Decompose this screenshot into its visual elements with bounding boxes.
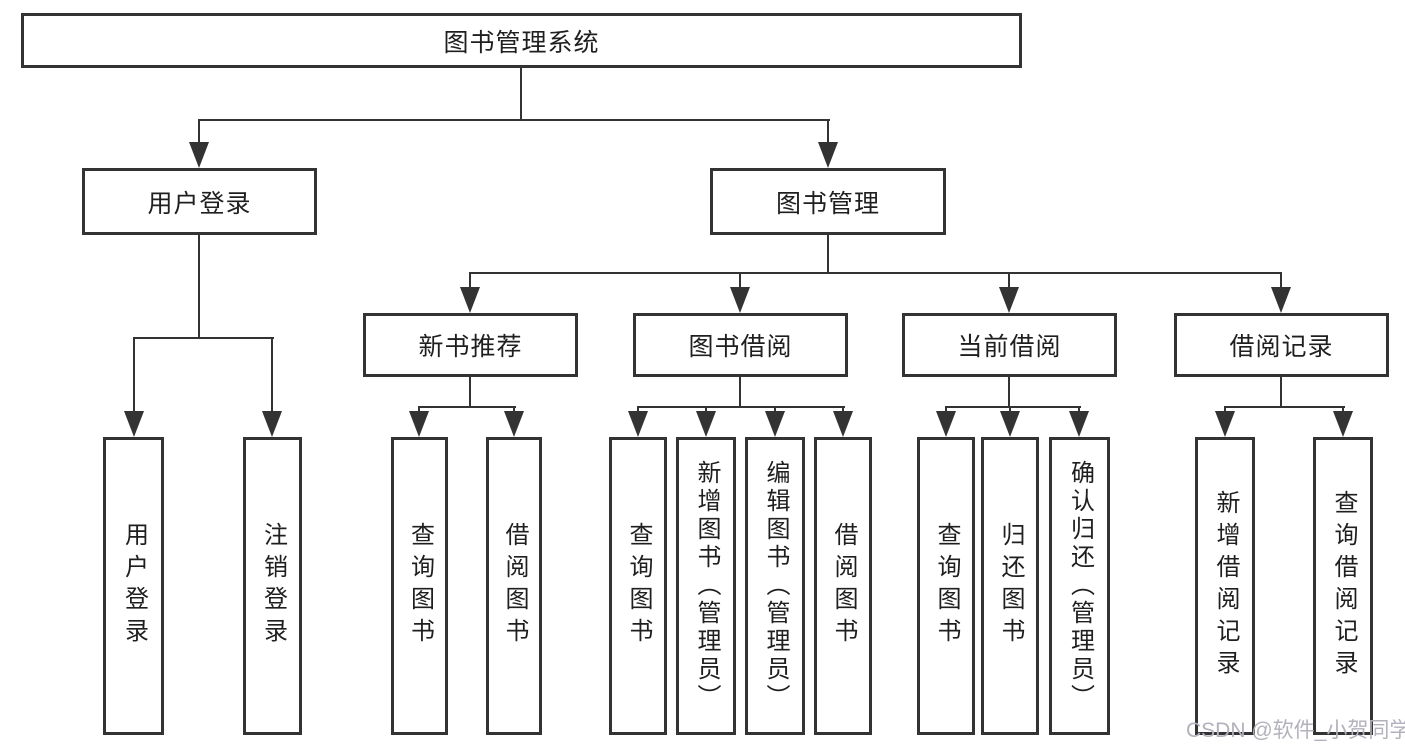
connector-login-rail [134,337,274,339]
arrowhead-book-management [818,142,838,168]
arrowhead-query1 [409,411,429,437]
connector-recommend-stem [469,377,471,408]
connector-arrow-shaft-leaf-login [133,337,135,415]
leaf-logout: 注销登录 [243,437,302,735]
leaf-add-books-admin: 新增图书（管理员） [676,437,736,735]
connector-arrow-shaft-current [1008,272,1010,290]
leaf-confirm-return-admin: 确认归还（管理员） [1049,437,1110,735]
connector-root-rail [199,119,830,121]
connector-arrow-shaft-borrowing [739,272,741,290]
leaf-borrow-books-recommend: 借阅图书 [486,437,542,735]
leaf-query-books-recommend: 查询图书 [391,437,448,735]
node-user-login-label: 用户登录 [147,189,252,218]
node-user-login: 用户登录 [82,168,317,235]
connector-recommend-rail [419,406,516,408]
leaf-return-books-label: 归还图书 [997,522,1024,650]
connector-arrow-shaft-borrow2 [842,406,844,414]
connector-login-stem [198,235,200,339]
root-node-library-management-system: 图书管理系统 [21,13,1022,68]
leaf-query-books-borrowing: 查询图书 [609,437,667,735]
csdn-watermark: CSDN @软件_小贺同学 [1186,719,1405,742]
arrowhead-confirm-return [1069,411,1089,437]
arrowhead-borrowing [730,287,750,313]
connector-borrowing-stem [739,377,741,408]
node-borrowing-records-label: 借阅记录 [1229,333,1334,361]
connector-arrow-shaft-return [1009,406,1011,414]
connector-root-stem [520,68,522,119]
leaf-add-borrow-record: 新增借阅记录 [1195,437,1255,735]
leaf-edit-books-admin: 编辑图书（管理员） [745,437,805,735]
leaf-query-borrow-record-label: 查询借阅记录 [1330,490,1357,682]
connector-management-rail [470,272,1282,274]
root-node-label: 图书管理系统 [443,28,600,57]
arrowhead-edit-books [765,411,785,437]
connector-records-rail [1225,406,1345,408]
connector-arrow-shaft-query1 [418,406,420,414]
leaf-edit-books-admin-label: 编辑图书（管理员） [762,460,789,712]
leaf-borrow-books-borrowing-label: 借阅图书 [830,522,857,650]
leaf-borrow-books-borrowing: 借阅图书 [814,437,872,735]
leaf-return-books: 归还图书 [981,437,1039,735]
arrowhead-borrow1 [504,411,524,437]
connector-records-stem [1280,377,1282,408]
connector-management-stem [827,235,829,274]
connector-arrow-shaft-leaf-logout [271,337,273,415]
arrowhead-leaf-logout [262,411,282,437]
leaf-add-books-admin-label: 新增图书（管理员） [693,460,720,712]
arrowhead-records [1271,287,1291,313]
node-borrowing-records: 借阅记录 [1174,313,1389,377]
leaf-query-books-recommend-label: 查询图书 [406,522,434,650]
leaf-query-books-current: 查询图书 [917,437,975,735]
connector-arrow-shaft-query2 [637,406,639,414]
connector-arrow-shaft-borrow1 [513,406,515,414]
arrowhead-current [999,287,1019,313]
arrowhead-add-books [696,411,716,437]
arrowhead-add-record [1215,411,1235,437]
node-book-borrowing-label: 图书借阅 [688,333,793,361]
connector-current-stem [1008,377,1010,408]
leaf-logout-label: 注销登录 [259,522,287,650]
leaf-user-login-label: 用户登录 [120,522,148,650]
leaf-query-books-current-label: 查询图书 [933,522,960,650]
connector-arrow-shaft-add-books [705,406,707,414]
leaf-user-login: 用户登录 [103,437,164,735]
node-book-management-label: 图书管理 [775,189,880,218]
arrowhead-query3 [936,411,956,437]
connector-arrow-shaft-confirm-return [1078,406,1080,414]
node-book-borrowing: 图书借阅 [633,313,848,377]
arrowhead-return [1000,411,1020,437]
leaf-add-borrow-record-label: 新增借阅记录 [1212,490,1239,682]
leaf-confirm-return-admin-label: 确认归还（管理员） [1066,460,1094,712]
connector-current-rail [946,406,1081,408]
leaf-query-borrow-record: 查询借阅记录 [1313,437,1373,735]
connector-arrow-shaft-book-management [827,119,829,146]
connector-arrow-shaft-recommend [469,272,471,290]
arrowhead-user-login [189,142,209,168]
node-new-book-recommendation-label: 新书推荐 [418,333,523,361]
node-current-borrowing-label: 当前借阅 [957,333,1062,361]
leaf-query-books-borrowing-label: 查询图书 [625,522,652,650]
leaf-borrow-books-recommend-label: 借阅图书 [501,522,528,650]
arrowhead-query-record [1333,411,1353,437]
arrowhead-leaf-login [124,411,144,437]
arrowhead-recommend [460,287,480,313]
connector-arrow-shaft-edit-books [774,406,776,414]
arrowhead-query2 [628,411,648,437]
connector-arrow-shaft-query-record [1342,406,1344,414]
connector-arrow-shaft-records [1280,272,1282,290]
connector-borrowing-rail [638,406,845,408]
connector-arrow-shaft-query3 [945,406,947,414]
arrowhead-borrow2 [833,411,853,437]
connector-arrow-shaft-add-record [1224,406,1226,414]
node-book-management: 图书管理 [710,168,946,235]
node-new-book-recommendation: 新书推荐 [363,313,578,377]
connector-arrow-shaft-user-login [198,119,200,146]
node-current-borrowing: 当前借阅 [902,313,1117,377]
